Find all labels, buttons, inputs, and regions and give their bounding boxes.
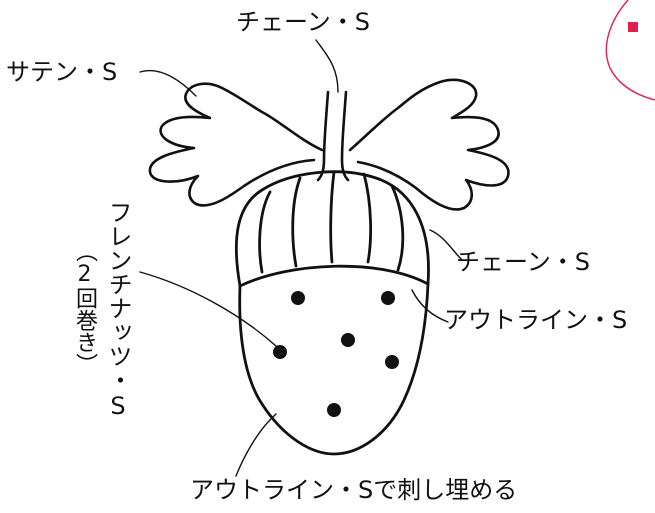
- acorn-cap: [234, 170, 430, 288]
- label-satin-stitch: サテン・S: [6, 58, 118, 86]
- cap-rim: [238, 264, 430, 288]
- french-knot-dot: [341, 333, 355, 347]
- leader-chain-right: [429, 229, 463, 261]
- cap-rib: [258, 190, 272, 274]
- french-knot-dot: [385, 355, 399, 369]
- label-outline-stitch: アウトライン・S: [444, 306, 628, 334]
- cap-rib: [390, 184, 405, 272]
- stem-left-line: [316, 90, 330, 182]
- acorn-body: [238, 283, 430, 456]
- cap-rib: [362, 172, 373, 264]
- right-leaf: [348, 78, 510, 211]
- label-chain-stitch-right: チェーン・S: [456, 248, 591, 276]
- leader-outline-right: [411, 289, 449, 323]
- leader-chain-top: [315, 39, 339, 93]
- label-outline-fill: アウトライン・Sで刺し埋める: [190, 476, 518, 504]
- cap-outline: [234, 170, 430, 288]
- label-chain-stitch-top: チェーン・S: [236, 8, 371, 36]
- corner-square-icon: [628, 22, 638, 32]
- leader-satin: [139, 70, 197, 97]
- leader-french-knot: [139, 271, 277, 347]
- left-leaf: [148, 82, 324, 207]
- stem: [316, 90, 350, 182]
- french-knot-dot: [273, 345, 287, 359]
- french-knot-dot: [291, 291, 305, 305]
- cap-rib: [291, 176, 302, 268]
- stem-right-line: [340, 90, 350, 182]
- label-french-knot-stitch: フレンチナッツ・S: [104, 200, 132, 420]
- cap-rib: [329, 170, 336, 264]
- leader-lines: [139, 39, 463, 477]
- leaves: [148, 78, 510, 211]
- corner-decoration: [605, 0, 655, 101]
- corner-arc: [605, 0, 655, 101]
- french-knot-dot: [327, 403, 341, 417]
- leader-outline-fill: [235, 413, 277, 477]
- french-knots: [273, 291, 399, 417]
- french-knot-dot: [381, 291, 395, 305]
- label-french-knot-note: （2回巻き）: [72, 240, 97, 375]
